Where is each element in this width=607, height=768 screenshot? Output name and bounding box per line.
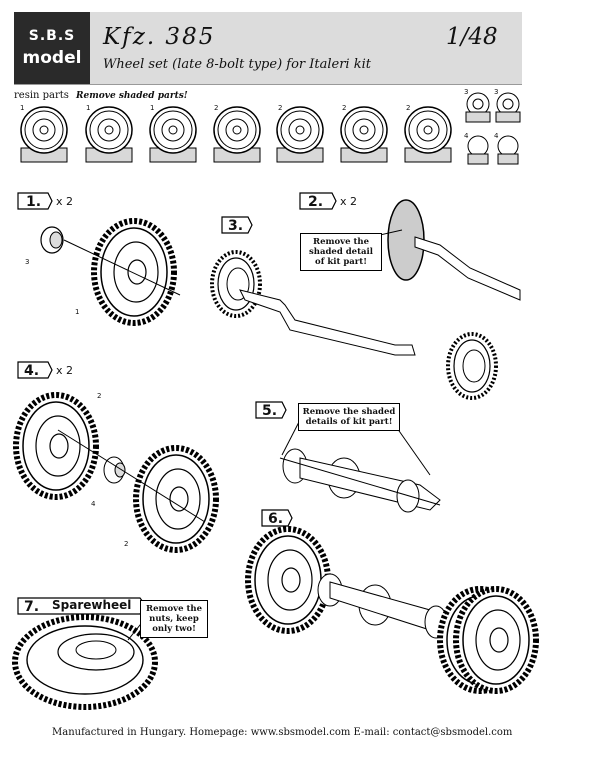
resin-part-number: 2 (406, 104, 411, 112)
step4-multiplier: x 2 (56, 364, 74, 377)
resin-part-number: 3 (464, 88, 469, 96)
page-subtitle: Wheel set (late 8-bolt type) for Italeri… (103, 57, 371, 72)
page-title: Kfz. 385 (103, 24, 216, 50)
resin-part-number: 2 (214, 104, 219, 112)
note-step2: Remove the shaded detail of kit part! (300, 233, 382, 271)
sparewheel-label: Sparewheel (52, 598, 132, 612)
step2-multiplier: x 2 (340, 195, 358, 208)
resin-part-number: 3 (494, 88, 499, 96)
logo-line2: model (22, 48, 82, 68)
step1-multiplier: x 2 (56, 195, 74, 208)
step1-drawing (40, 221, 181, 323)
logo-line1: S.B.S (28, 28, 76, 44)
footer-text: Manufactured in Hungary. Homepage: www.s… (52, 727, 513, 738)
sbs-logo: S.B.S model (14, 12, 90, 84)
step5-number: 5. (262, 403, 278, 419)
step6-drawing (248, 529, 536, 691)
resin-remove-note: Remove shaded parts! (76, 91, 188, 101)
callout-step4-part4: 4 (91, 500, 96, 508)
step5-drawing (279, 448, 441, 513)
callout-step1-part3: 3 (25, 258, 30, 266)
resin-part-number: 1 (20, 104, 25, 112)
note-step5: Remove the shaded details of kit part! (298, 403, 400, 431)
note-step7: Remove the nuts, keep only two! (140, 600, 208, 638)
step4-drawing (16, 395, 216, 550)
callout-step4-part2b: 2 (124, 540, 129, 548)
callout-step1-part1: 1 (75, 308, 80, 316)
resin-part-number: 1 (150, 104, 155, 112)
callout-step4-part2a: 2 (97, 392, 102, 400)
resin-part-number: 2 (342, 104, 347, 112)
step2-number: 2. (308, 194, 324, 210)
resin-part-number: 4 (464, 132, 469, 140)
step7-drawing (12, 614, 158, 710)
resin-part-number: 1 (86, 104, 91, 112)
scale-label: 1/48 (446, 24, 498, 50)
step3-drawing (210, 250, 498, 400)
step1-number: 1. (26, 194, 42, 210)
resin-parts-label: resin parts (14, 90, 69, 101)
step2-drawing (387, 199, 521, 301)
step7-number: 7. (24, 599, 40, 615)
step4-number: 4. (24, 363, 40, 379)
resin-part-number: 2 (278, 104, 283, 112)
resin-part-number: 4 (494, 132, 499, 140)
step3-number: 3. (228, 218, 244, 234)
resin-parts-row (20, 92, 521, 165)
header-bar (14, 12, 522, 85)
step6-number: 6. (268, 511, 284, 527)
